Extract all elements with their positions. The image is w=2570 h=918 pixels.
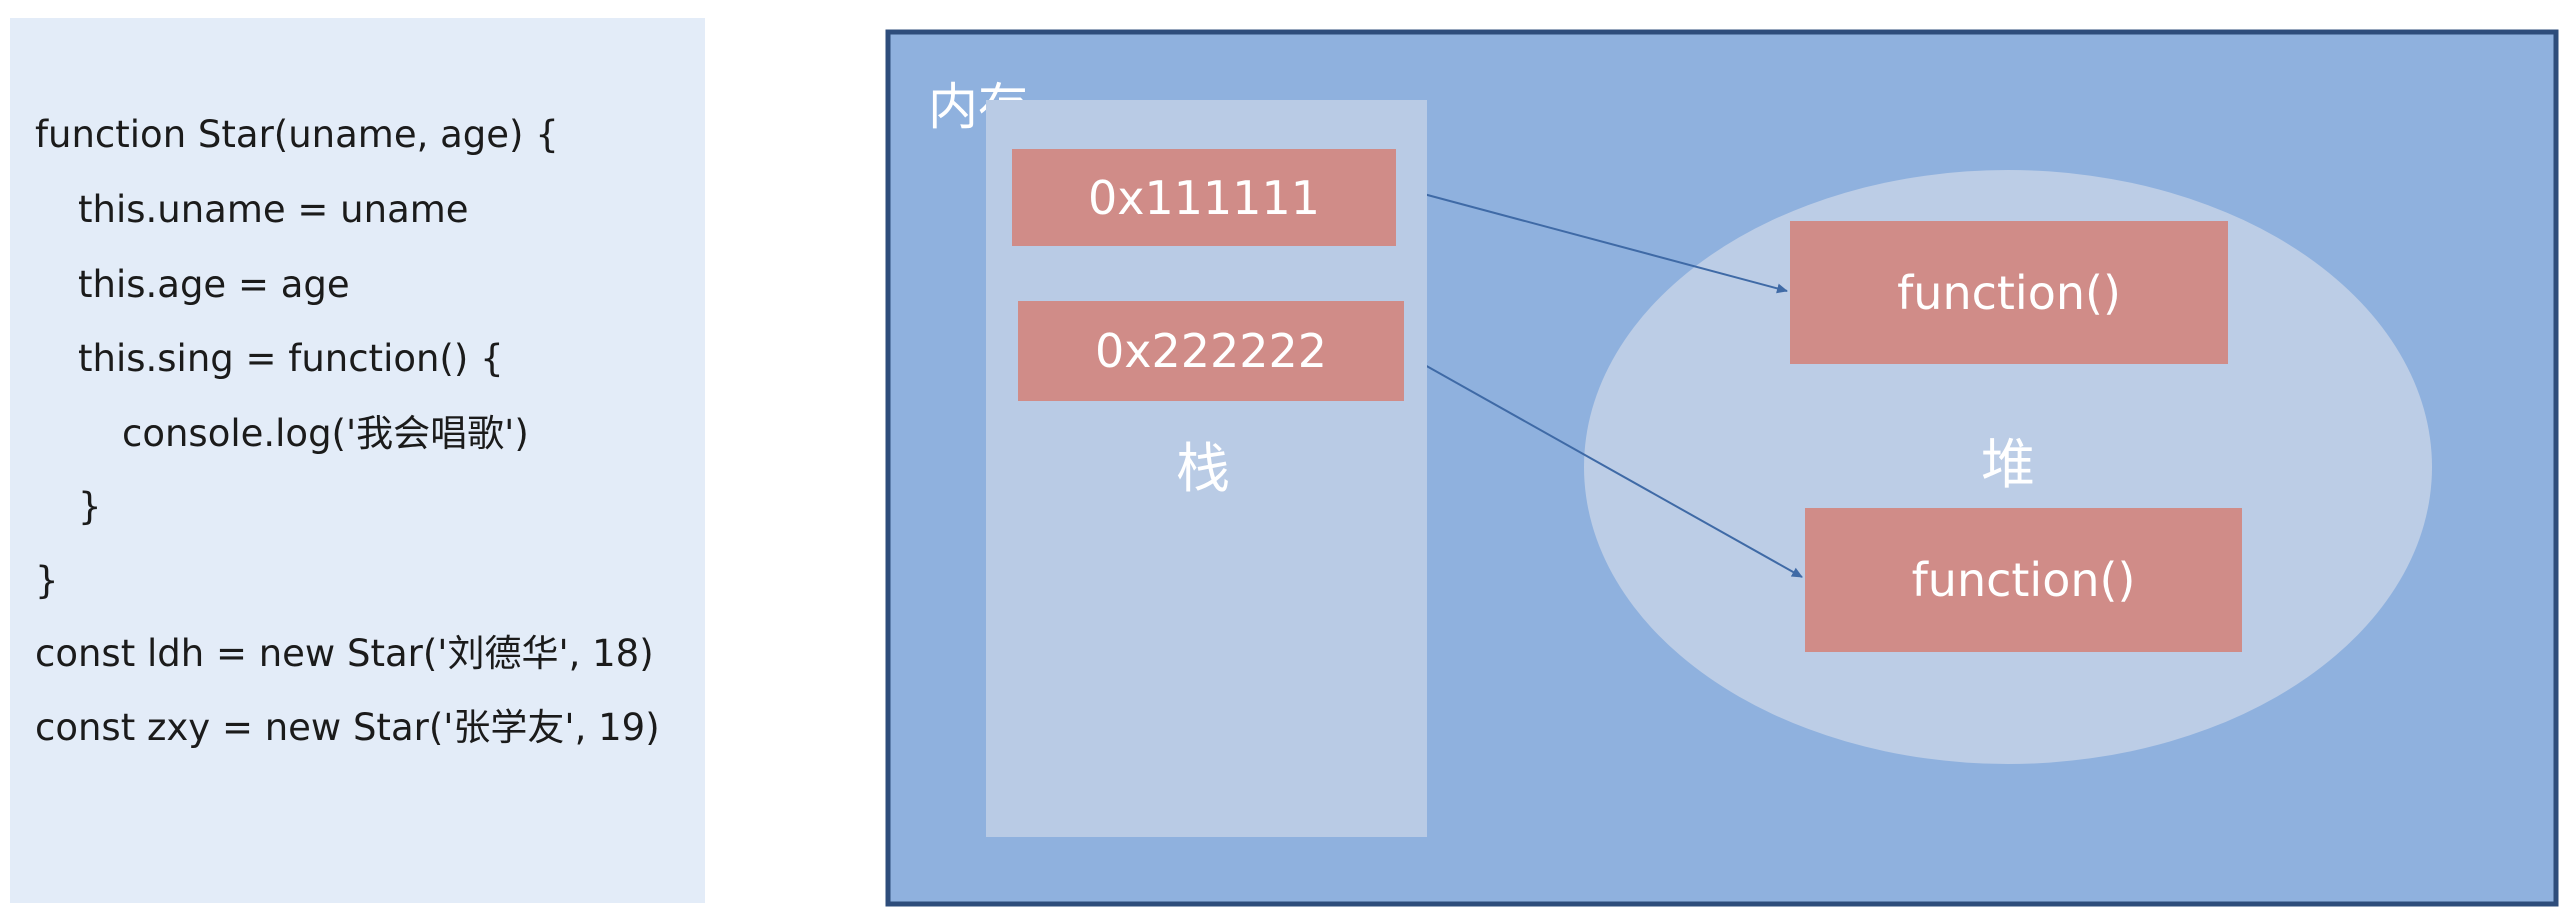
heap-function-label: function() — [1911, 553, 2136, 607]
pointer-arrow — [1406, 354, 1803, 578]
heap-function-label: function() — [1897, 265, 2121, 320]
code-line: this.sing = function() { — [78, 337, 504, 380]
code-line: function Star(uname, age) { — [35, 113, 559, 156]
code-line: const ldh = new Star('刘德华', 18) — [35, 632, 654, 675]
stack-address-label: 0x222222 — [1094, 324, 1328, 378]
code-line: this.age = age — [78, 263, 350, 306]
code-line: } — [35, 559, 59, 602]
stack-label: 栈 — [1176, 437, 1230, 500]
code-line: this.uname = uname — [78, 188, 469, 231]
heap-label: 堆 — [1981, 433, 2035, 496]
stack-address-box: 0x222222 — [1018, 301, 1404, 401]
heap-function-box: function() — [1790, 221, 2228, 364]
stack-address-label: 0x111111 — [1087, 170, 1321, 225]
code-panel — [10, 18, 705, 903]
code-line: } — [78, 485, 102, 528]
pointer-arrow — [1404, 188, 1788, 294]
stack-address-box: 0x111111 — [1012, 149, 1396, 246]
heap-function-box: function() — [1805, 508, 2242, 652]
code-line: const zxy = new Star('张学友', 19) — [35, 706, 660, 749]
code-line: console.log('我会唱歌') — [122, 412, 529, 455]
